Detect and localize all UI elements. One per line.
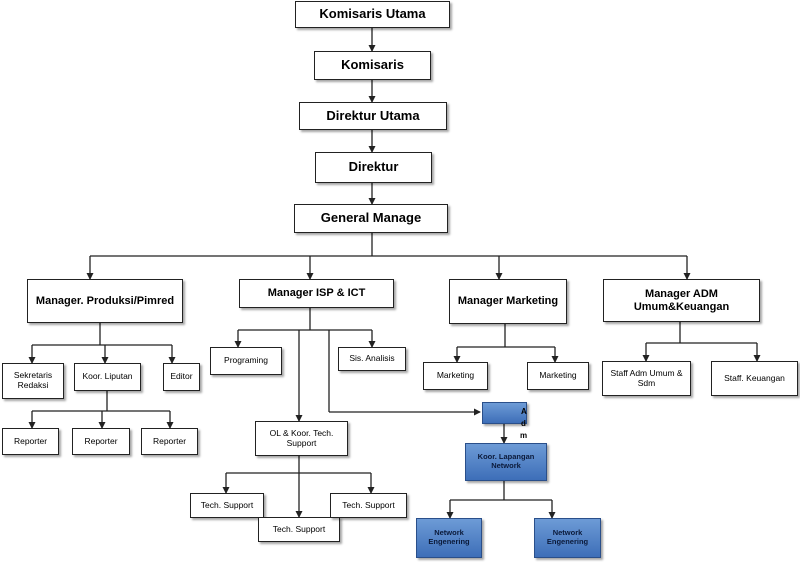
node-reporter-3: Reporter [141,428,198,455]
node-staff-keuangan: Staff. Keuangan [711,361,798,396]
node-network-engenering-1: Network Engenering [416,518,482,558]
node-komisaris: Komisaris [314,51,431,80]
node-tech-support-3: Tech. Support [330,493,407,518]
node-koor-liputan: Koor. Liputan [74,363,141,391]
node-tech-support-2: Tech. Support [258,517,340,542]
node-manager-adm: Manager ADM Umum&Keuangan [603,279,760,322]
node-editor: Editor [163,363,200,391]
node-koor-lapangan-network: Koor. Lapangan Network [465,443,547,481]
node-direktur: Direktur [315,152,432,183]
node-programing: Programing [210,347,282,375]
node-sekretaris-redaksi: Sekretaris Redaksi [2,363,64,399]
node-komisaris-utama: Komisaris Utama [295,1,450,28]
adm-letter-d: d [521,419,526,428]
node-reporter-2: Reporter [72,428,130,455]
node-adm [482,402,527,424]
node-direktur-utama: Direktur Utama [299,102,447,130]
node-tech-support-1: Tech. Support [190,493,264,518]
adm-letter-m: m [520,431,528,440]
node-ol-koor-tech-support: OL & Koor. Tech. Support [255,421,348,456]
node-marketing-1: Marketing [423,362,488,390]
node-manager-marketing: Manager Marketing [449,279,567,324]
node-network-engenering-2: Network Engenering [534,518,601,558]
node-marketing-2: Marketing [527,362,589,390]
node-reporter-1: Reporter [2,428,59,455]
node-sis-analisis: Sis. Analisis [338,347,406,371]
node-manager-produksi: Manager. Produksi/Pimred [27,279,183,323]
node-general-manage: General Manage [294,204,448,233]
node-manager-isp-ict: Manager ISP & ICT [239,279,394,308]
node-staff-adm-umum: Staff Adm Umum & Sdm [602,361,691,396]
adm-letter-a: A [521,407,527,416]
